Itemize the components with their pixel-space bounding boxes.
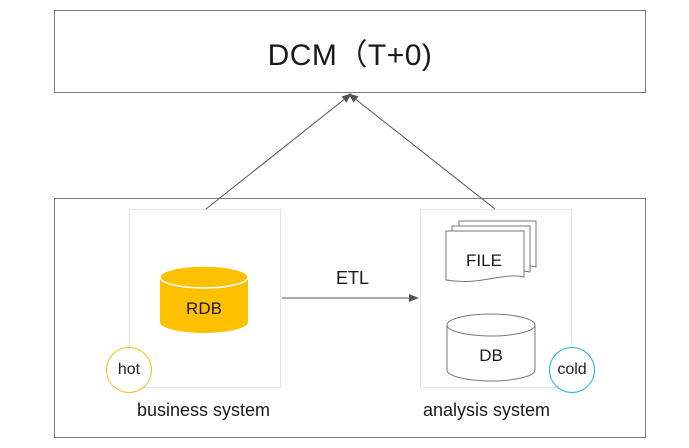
business-system-caption: business system xyxy=(137,400,271,420)
file-stack-icon: FILE xyxy=(445,220,537,283)
dcm-box: DCM（T+0) xyxy=(54,10,646,93)
systems-container xyxy=(54,198,646,438)
business-to-dcm-arrow xyxy=(205,93,352,210)
db-cylinder-icon: DB xyxy=(446,313,536,382)
rdb-cylinder-icon: RDB xyxy=(159,265,249,333)
hot-badge-label: hot xyxy=(117,361,141,378)
analysis-to-dcm-arrow xyxy=(348,93,496,210)
hot-badge: hot xyxy=(106,347,152,393)
dcm-title: DCM（T+0) xyxy=(267,38,433,72)
cold-badge: cold xyxy=(549,347,595,393)
analysis-system-caption: analysis system xyxy=(423,400,551,420)
etl-label: ETL xyxy=(336,268,370,288)
cold-badge-label: cold xyxy=(557,361,587,378)
db-label: DB xyxy=(479,346,503,365)
file-label: FILE xyxy=(466,251,502,270)
rdb-label: RDB xyxy=(186,299,222,318)
